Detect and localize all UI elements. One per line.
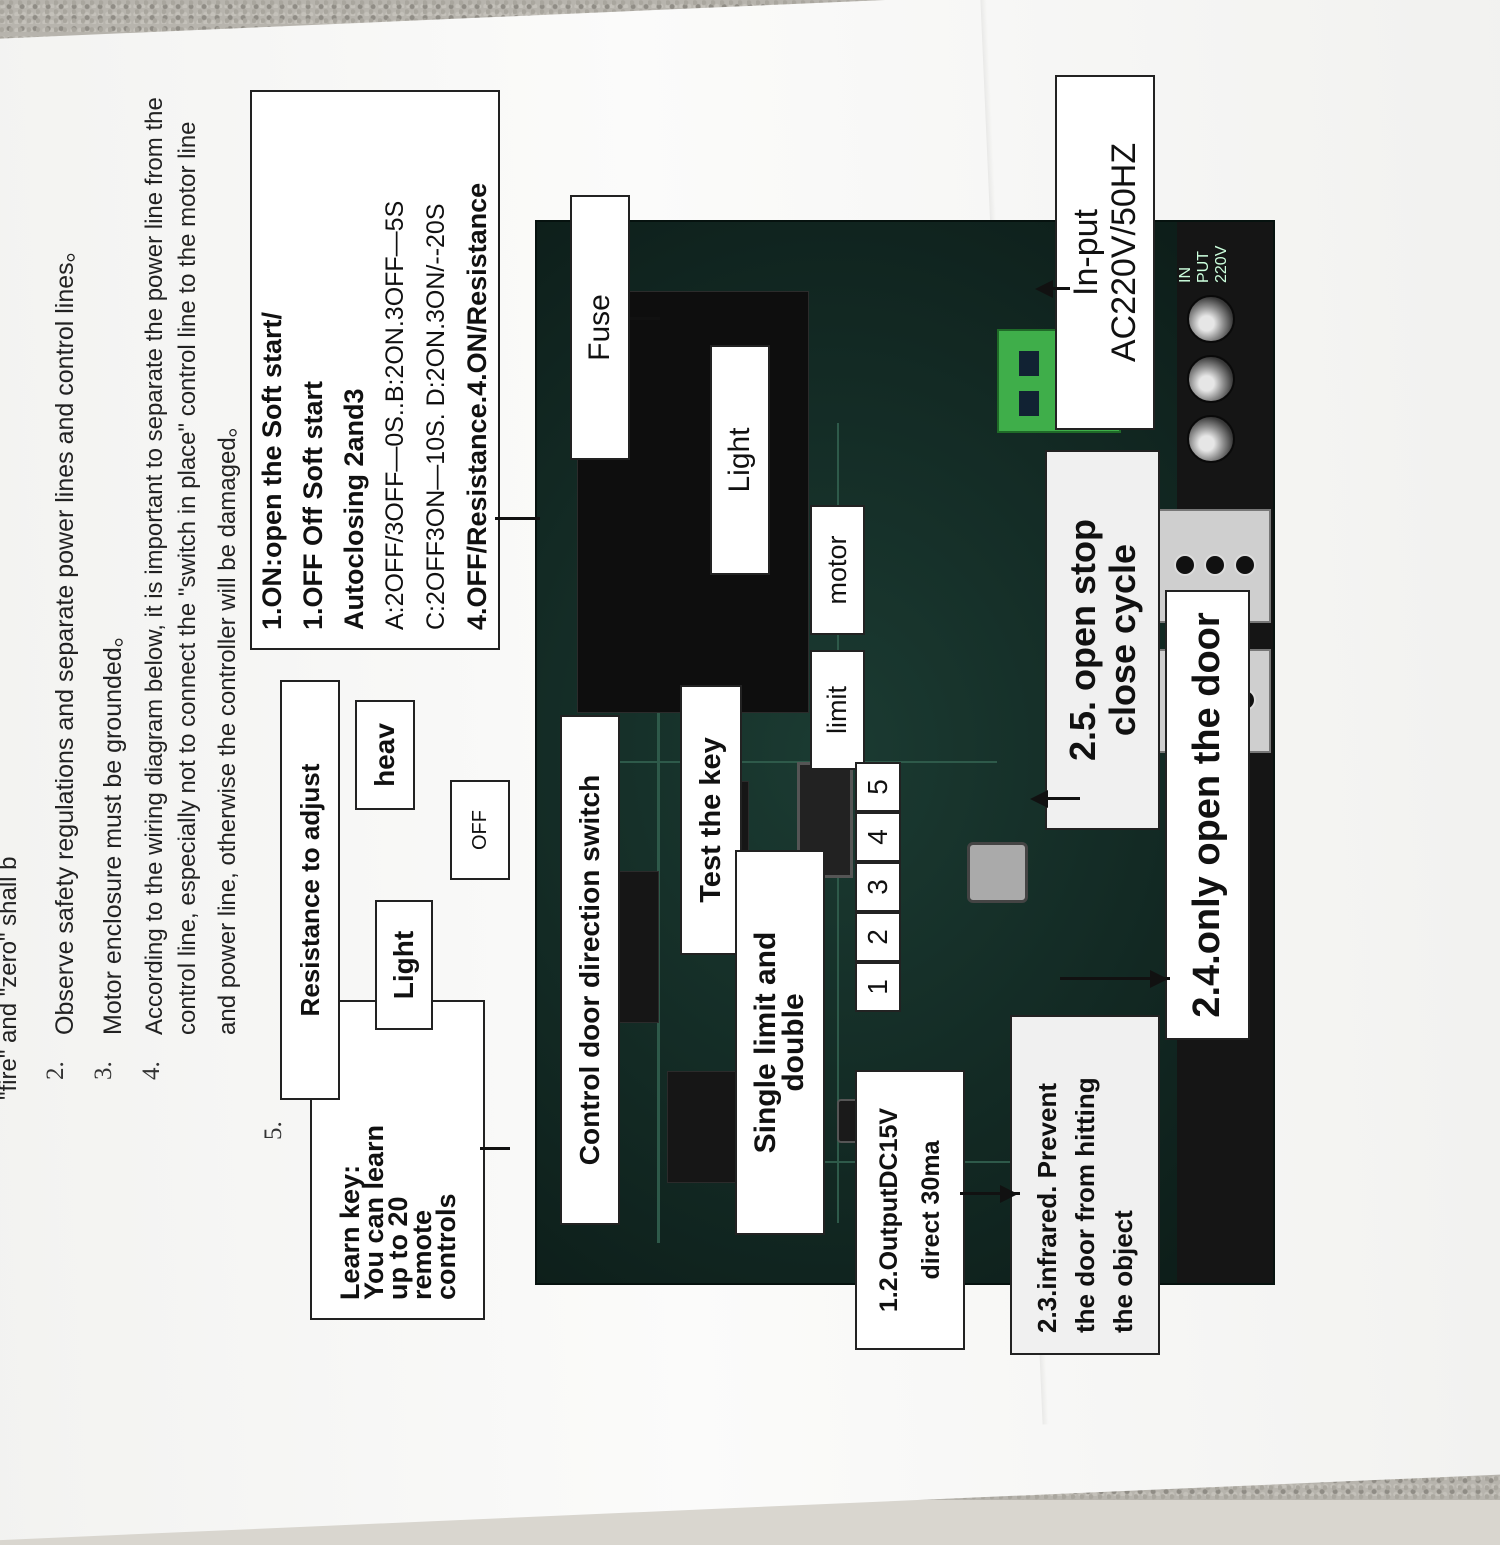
single-limit-callout: Single limit and double <box>735 850 825 1235</box>
item-text: According to the wiring diagram below, i… <box>141 97 168 1035</box>
limit-callout: limit <box>810 650 865 770</box>
motor-callout: motor <box>810 505 865 635</box>
infrared-callout: 2.3.infrared. Prevent the door from hitt… <box>1010 1015 1160 1355</box>
intro-line-1: "fire" and "zero" shall b <box>0 856 22 1100</box>
leader-line <box>630 317 660 320</box>
terminal-label-1: 1 <box>855 962 901 1012</box>
leader-line <box>480 1147 510 1150</box>
item-number: 3. <box>90 1061 117 1080</box>
direction-switch-callout: Control door direction switch <box>560 715 620 1225</box>
arrow-icon <box>1000 1185 1018 1203</box>
input-callout: In-put AC220V/50HZ <box>1055 75 1155 430</box>
terminal-screw <box>1187 295 1235 343</box>
item-number: 4. <box>138 1061 165 1080</box>
instruction-sheet: "fire" and "zero" shall b 2. Observe saf… <box>0 75 1275 1355</box>
terminal-label-3: 3 <box>855 862 901 912</box>
terminal-screw <box>1187 415 1235 463</box>
soft-start-callout: 1.ON:open the Soft start/ 1.OFF Off Soft… <box>250 90 500 650</box>
item-text: Observe safety regulations and separate … <box>51 237 79 1035</box>
test-button[interactable] <box>967 842 1028 903</box>
light-small-callout: Light <box>375 900 433 1030</box>
terminal-label-5: 5 <box>855 762 901 812</box>
item-text: control line, especially not to connect … <box>174 121 201 1035</box>
test-key-callout: Test the key <box>680 685 742 955</box>
terminal-screw <box>1187 355 1235 403</box>
arrow-icon <box>1035 280 1053 298</box>
output-callout: 1.2.OutputDC15V direct 30ma <box>855 1070 965 1350</box>
terminal-label-2: 2 <box>855 912 901 962</box>
resistance-callout: Resistance to adjust <box>280 680 340 1100</box>
item-number: 5. <box>260 1121 287 1140</box>
item-number: 2. <box>42 1061 69 1080</box>
fuse-callout: Fuse <box>570 195 630 460</box>
only-open-callout: 2.4.only open the door <box>1165 590 1250 1040</box>
item-text: and power line, otherwise the controller… <box>214 413 241 1035</box>
open-stop-callout: 2.5. open stop close cycle <box>1045 450 1160 830</box>
arrow-icon <box>1030 790 1048 808</box>
heav-callout: heav <box>355 700 415 810</box>
item-text: Motor enclosure must be grounded。 <box>99 622 127 1035</box>
terminal-label-4: 4 <box>855 812 901 862</box>
light-callout: Light <box>710 345 770 575</box>
off-callout: OFF <box>450 780 510 880</box>
arrow-icon <box>1150 970 1168 988</box>
leader-line <box>495 517 540 520</box>
